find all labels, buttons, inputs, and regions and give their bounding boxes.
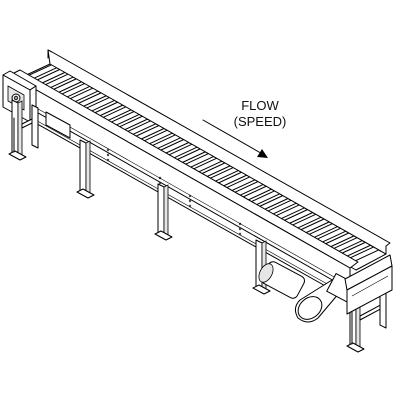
flow-arrow-shaft bbox=[202, 119, 267, 157]
frame-hole bbox=[238, 222, 242, 226]
side-panel bbox=[9, 74, 351, 291]
frame-hole bbox=[106, 158, 110, 162]
frame-hole bbox=[106, 153, 110, 157]
access-panel bbox=[45, 111, 71, 139]
speed-label: (SPEED) bbox=[234, 114, 287, 129]
frame-hole bbox=[158, 176, 162, 180]
support-leg bbox=[154, 183, 173, 241]
frame-hole bbox=[238, 232, 242, 236]
frame-hole bbox=[188, 194, 192, 198]
support-leg bbox=[76, 139, 95, 199]
flow-label: FLOW bbox=[241, 98, 279, 113]
frame-hole bbox=[106, 148, 110, 152]
frame-hole bbox=[238, 227, 242, 231]
flow-arrow-head bbox=[257, 149, 268, 158]
frame-hole bbox=[188, 204, 192, 208]
roller-bed bbox=[9, 49, 391, 271]
support-legs bbox=[8, 99, 387, 353]
discharge-end bbox=[344, 254, 393, 315]
frame-hole bbox=[158, 181, 162, 185]
support-leg bbox=[8, 99, 39, 161]
flow-annotation: FLOW (SPEED) bbox=[202, 98, 287, 158]
frame-hole bbox=[188, 199, 192, 203]
